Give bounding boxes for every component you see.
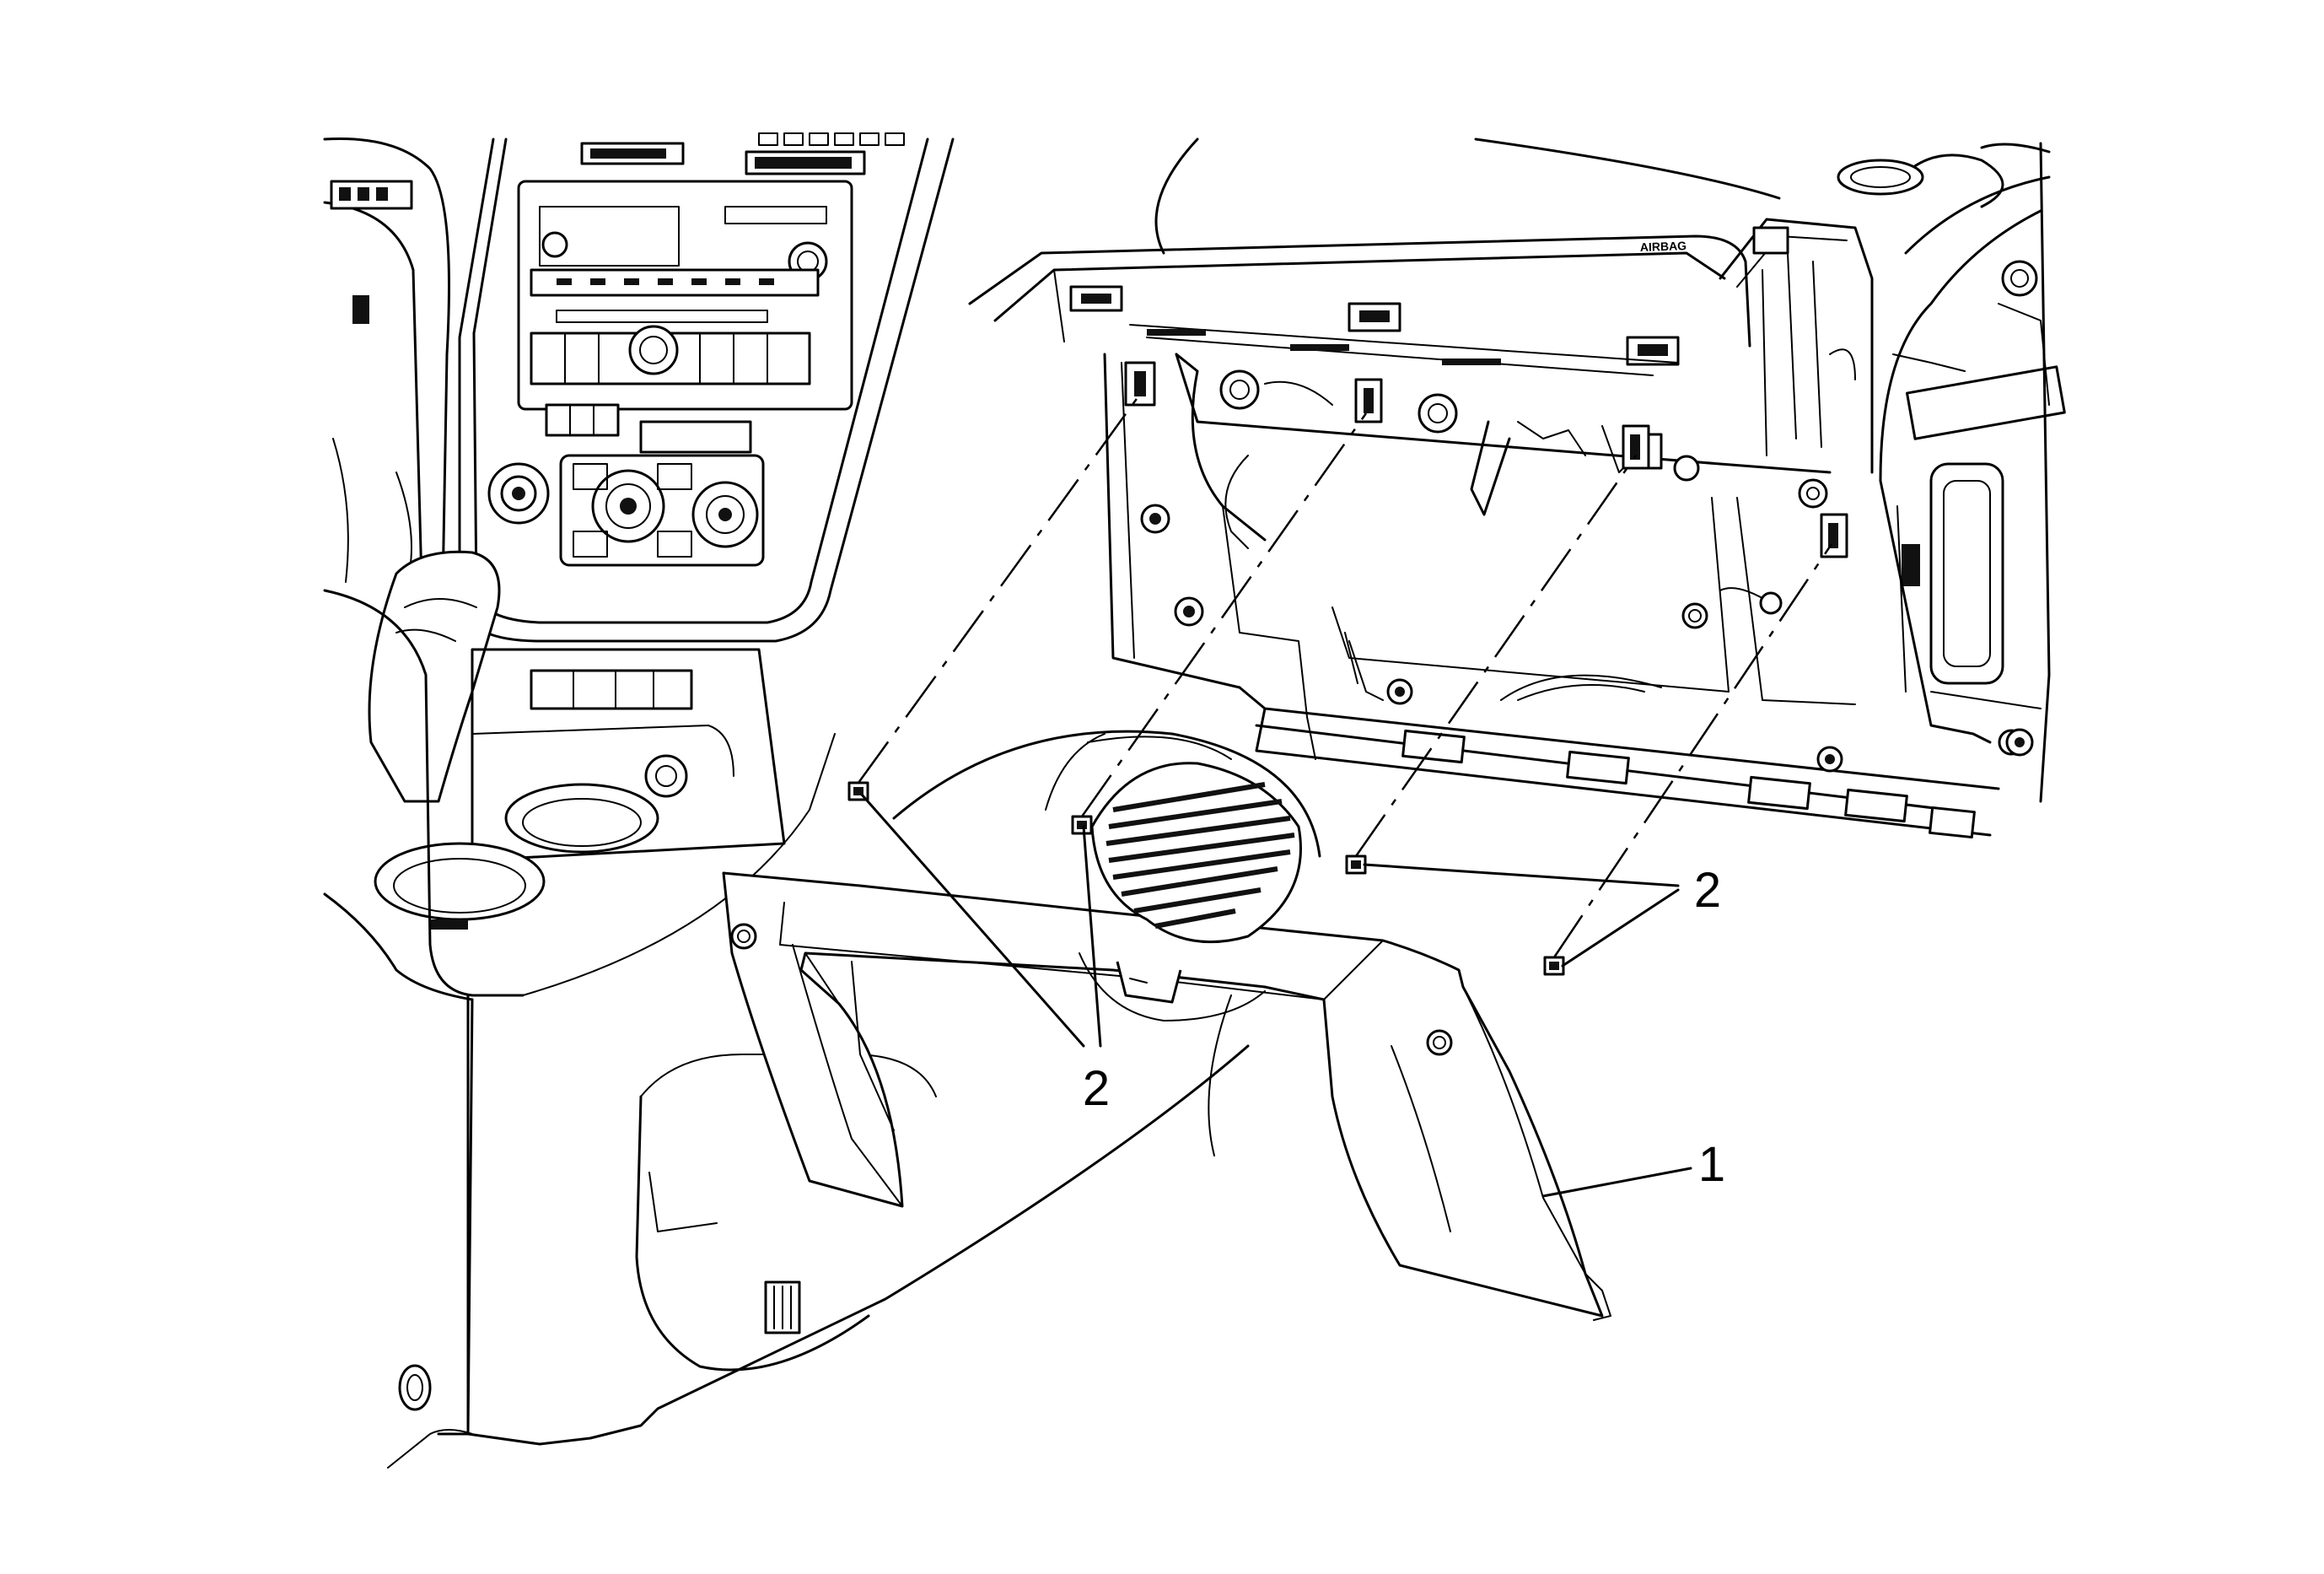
hazard-buttons (545, 403, 620, 437)
airbag-label: AIRBAG (1640, 239, 1687, 254)
right-bracket (1906, 365, 2066, 440)
cupholder-rear (504, 783, 659, 854)
gear-shifter (368, 550, 501, 803)
lower-rail-tabs (1401, 729, 1976, 839)
door-hole-right (1426, 1029, 1453, 1056)
volume-knob (628, 325, 679, 375)
clip-2 (1071, 815, 1093, 835)
panel-fastener-hole (398, 1364, 432, 1411)
preset-buttons (530, 268, 820, 297)
hvac-controls (487, 454, 765, 567)
door-hole-left (730, 923, 757, 950)
power-knob (541, 231, 568, 258)
center-stack (323, 132, 955, 1436)
clip-3 (1345, 854, 1367, 875)
cupholder-front (374, 842, 546, 921)
console-switch-panel (530, 669, 693, 710)
instrument-panel: AIRBAG (968, 137, 2066, 839)
air-box-tab (1752, 226, 1789, 255)
clip-4 (1543, 956, 1565, 976)
info-display (639, 420, 752, 454)
side-vent-duct (1929, 462, 2004, 685)
slot-target-3 (1622, 424, 1650, 470)
knee-bolster-panel (387, 994, 1250, 1469)
callout-2-right: 2 (1694, 863, 1721, 918)
glove-box-door (722, 871, 1611, 1321)
floor-speaker-grille (892, 730, 1321, 1021)
disc-slot (724, 206, 827, 224)
small-vent-slot (352, 295, 369, 324)
installation-lines (857, 396, 1833, 958)
callout-1: 1 (1698, 1137, 1725, 1192)
side-connector (1902, 544, 1920, 586)
cavity-fastener-1 (1219, 369, 1260, 410)
leader-lines (860, 793, 1692, 1198)
lower-radio-buttons (530, 325, 811, 385)
cavity-fastener-2 (1418, 393, 1458, 434)
dash-vent-top (1837, 159, 1924, 196)
clip-slot-targets (1124, 361, 1848, 558)
console-knob (644, 754, 688, 798)
radio-display (539, 206, 680, 267)
callout-2-lower: 2 (1083, 1061, 1110, 1116)
